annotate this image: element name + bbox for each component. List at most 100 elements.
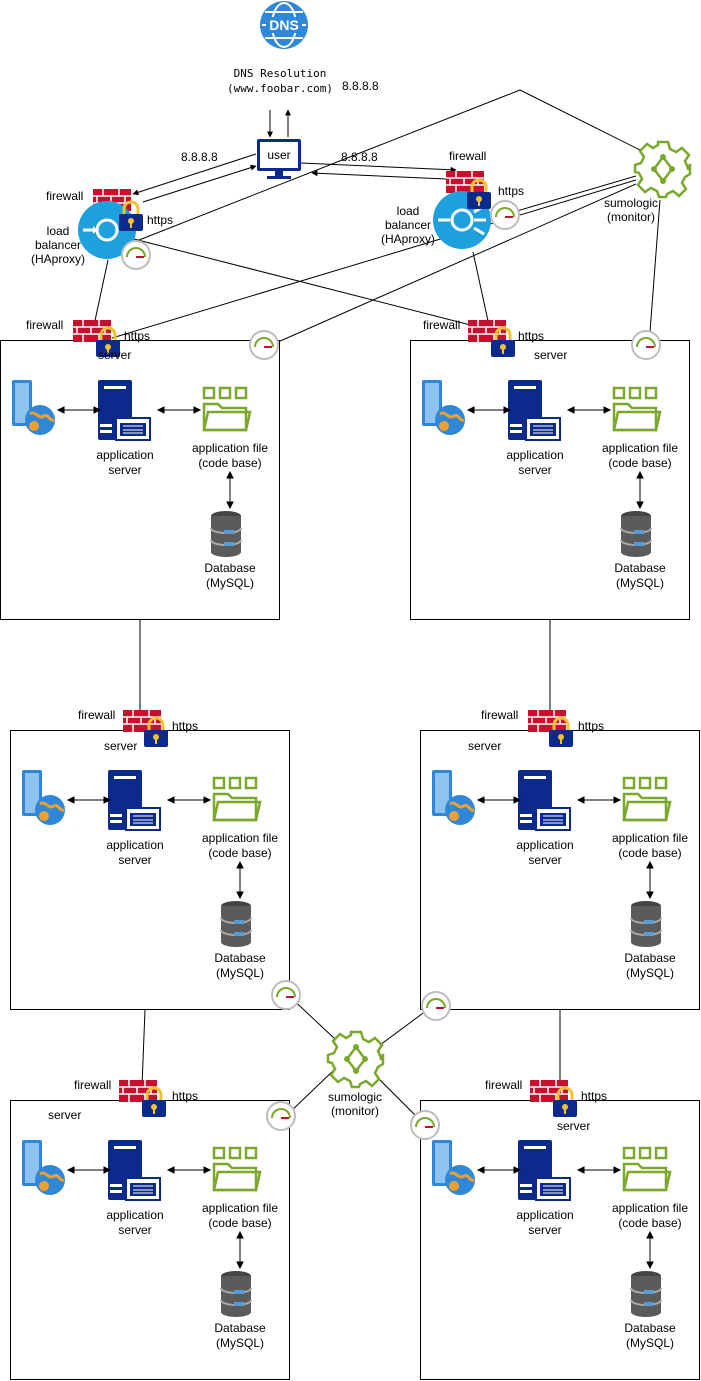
server-https-label: https (578, 719, 605, 733)
lb1-label-line1: load (46, 224, 70, 238)
app-server-label-line1: application (516, 838, 574, 852)
lb1-label-line3: (HAproxy) (30, 252, 85, 266)
lb2-label-line3: (HAproxy) (380, 232, 435, 246)
code-base-label-line1: application file (201, 831, 279, 845)
code-folder-icon[interactable] (622, 776, 672, 824)
database-label-line1: Database (204, 561, 256, 575)
code-folder-icon[interactable] (212, 1146, 262, 1194)
code-folder-icon[interactable] (202, 386, 252, 434)
code-folder-icon[interactable] (612, 386, 662, 434)
database-icon[interactable] (630, 900, 664, 950)
monitor1-label-line1: sumologic (603, 196, 659, 210)
database-label-line1: Database (214, 951, 266, 965)
server-title: server (557, 1119, 591, 1133)
database-label-line2: (MySQL) (206, 576, 254, 590)
lock-icon (467, 178, 491, 209)
dns-icon: DNS (260, 1, 308, 49)
web-server-icon[interactable] (10, 380, 58, 436)
gauge-icon (410, 1110, 440, 1140)
app-server-label-line2: server (108, 463, 142, 477)
link-ip-right: 8.8.8.8 (341, 150, 378, 164)
gauge-icon (271, 980, 301, 1010)
server-internal-arrows (476, 1166, 654, 1270)
server-title: server (48, 1108, 82, 1122)
gauge-icon (490, 200, 520, 230)
sumologic-icon[interactable] (633, 140, 692, 199)
server-box (0, 340, 280, 620)
monitor1-label-line2: (monitor) (606, 210, 655, 224)
dns-ip-label: 8.8.8.8 (342, 79, 379, 93)
server-firewall-label: firewall (485, 1078, 523, 1092)
server-box (420, 1100, 700, 1380)
svg-text:DNS: DNS (269, 17, 299, 33)
code-base-label-line2: (code base) (198, 456, 262, 470)
server-firewall-label: firewall (78, 708, 116, 722)
server-internal-arrows (66, 796, 244, 900)
server-title: server (468, 739, 502, 753)
database-icon[interactable] (210, 510, 244, 560)
link-ip-left: 8.8.8.8 (181, 150, 218, 164)
code-base-label-line1: application file (191, 441, 269, 455)
code-base-label-line2: (code base) (608, 456, 672, 470)
app-server-label-line2: server (118, 853, 152, 867)
monitor2-label-line2: (monitor) (330, 1104, 379, 1118)
code-base-label-line2: (code base) (208, 1216, 272, 1230)
server-box (420, 730, 700, 1010)
code-base-label-line1: application file (201, 1201, 279, 1215)
server-firewall-label: firewall (74, 1078, 112, 1092)
server-title: server (98, 348, 132, 362)
lb1-label-line2: balancer (34, 238, 82, 252)
app-server-label-line2: server (528, 1223, 562, 1237)
server-firewall-label: firewall (423, 318, 461, 332)
database-label-line1: Database (624, 951, 676, 965)
database-label-line1: Database (214, 1321, 266, 1335)
database-label-line1: Database (624, 1321, 676, 1335)
app-server-label-line1: application (506, 448, 564, 462)
lb2-label-line1: load (396, 204, 420, 218)
database-icon[interactable] (630, 1270, 664, 1320)
code-base-label-line2: (code base) (618, 1216, 682, 1230)
lock-icon (553, 1086, 577, 1117)
web-server-icon[interactable] (430, 770, 478, 826)
lock-icon (549, 716, 573, 747)
sumologic-icon[interactable] (326, 1030, 385, 1089)
web-server-icon[interactable] (430, 1140, 478, 1196)
lock-icon (491, 326, 515, 357)
code-base-label-line1: application file (611, 1201, 689, 1215)
server-title: server (104, 739, 138, 753)
code-folder-icon[interactable] (212, 776, 262, 824)
server-internal-arrows (66, 1166, 244, 1270)
application-server-icon[interactable] (108, 1140, 162, 1202)
database-label-line1: Database (614, 561, 666, 575)
database-icon[interactable] (620, 510, 654, 560)
database-icon[interactable] (220, 900, 254, 950)
code-folder-icon[interactable] (622, 1146, 672, 1194)
app-server-label-line2: server (518, 463, 552, 477)
app-server-label-line2: server (528, 853, 562, 867)
app-server-label-line1: application (96, 448, 154, 462)
lock-icon (96, 326, 120, 357)
gauge-icon (121, 240, 151, 270)
application-server-icon[interactable] (518, 770, 572, 832)
database-icon[interactable] (220, 1270, 254, 1320)
web-server-icon[interactable] (20, 770, 68, 826)
lock-icon (119, 200, 143, 231)
application-server-icon[interactable] (98, 380, 152, 442)
user-monitor-icon[interactable] (256, 138, 302, 180)
app-server-label-line1: application (106, 1208, 164, 1222)
database-label-line2: (MySQL) (626, 1336, 674, 1350)
gauge-icon (249, 330, 279, 360)
server-https-label: https (124, 329, 151, 343)
server-https-label: https (581, 1089, 608, 1103)
application-server-icon[interactable] (508, 380, 562, 442)
web-server-icon[interactable] (20, 1140, 68, 1196)
application-server-icon[interactable] (518, 1140, 572, 1202)
lb1-firewall-label: firewall (46, 189, 84, 203)
application-server-icon[interactable] (108, 770, 162, 832)
dns-resolution-label: DNS Resolution (233, 67, 327, 80)
web-server-icon[interactable] (420, 380, 468, 436)
gauge-icon (266, 1101, 296, 1131)
lock-icon (142, 1086, 166, 1117)
server-box (10, 730, 290, 1010)
server-https-label: https (172, 719, 199, 733)
